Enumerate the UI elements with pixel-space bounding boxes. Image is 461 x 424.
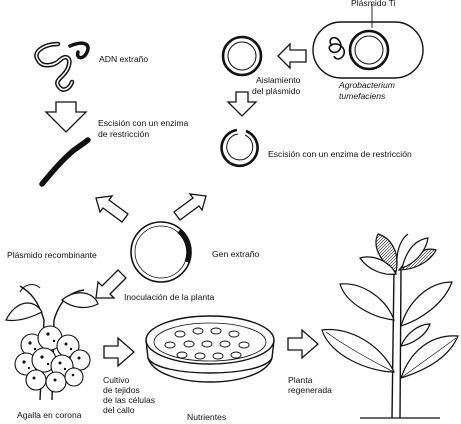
arrow-combine-left — [95, 195, 129, 223]
petri-dish — [145, 315, 275, 383]
label-cultivo-2: de tejidos — [103, 385, 140, 395]
label-cultivo-1: Cultivo — [103, 375, 129, 385]
arrow-cut-ti-plasmid — [226, 91, 258, 117]
arrow-isolate-plasmid — [277, 42, 307, 70]
agrobacterium-cell — [312, 21, 424, 79]
label-adn-extrano: ADN extraño — [99, 54, 148, 64]
arrow-inoculation — [95, 269, 127, 299]
label-cultivo-4: del callo — [103, 405, 135, 415]
regenerated-plant — [321, 233, 459, 419]
label-escision-left-1: Escisión con un enzima — [98, 118, 189, 128]
foreign-dna-fragment — [39, 137, 91, 187]
label-plasmido-ti: Plásmido Ti — [351, 0, 396, 8]
crown-gall-illustration — [5, 284, 99, 401]
arrow-to-plant — [287, 328, 319, 360]
foreign-dna-strand — [34, 41, 90, 92]
arrow-cut-foreign-dna — [44, 101, 88, 133]
label-tumefaciens: tumefaciens — [339, 91, 386, 101]
label-gen-extrano: Gen extraño — [212, 249, 260, 259]
label-escision-right: Escisión con un enzima de restricción — [268, 149, 412, 159]
label-cultivo-3: de las células — [103, 395, 155, 405]
label-agalla: Agalla en corona — [17, 410, 82, 420]
label-escision-left-2: de restricción — [98, 129, 149, 139]
label-planta: Planta — [288, 375, 313, 385]
label-plasmido-recombinante: Plásmido recombinante — [7, 250, 97, 260]
label-del-plasmido: del plásmido — [252, 86, 300, 96]
label-regenerada: regenerada — [288, 385, 332, 395]
cut-ti-plasmid — [220, 128, 259, 168]
label-inoculacion: Inoculación de la planta — [124, 292, 215, 302]
label-aislamiento: Aislamiento — [256, 75, 301, 85]
label-agrobacterium: Agrobacterium — [338, 80, 395, 90]
arrow-to-culture — [103, 336, 135, 368]
label-nutrientes: Nutrientes — [187, 412, 226, 422]
isolated-ti-plasmid — [221, 35, 263, 77]
arrow-combine-right — [173, 193, 207, 221]
recombinant-plasmid — [130, 221, 192, 283]
